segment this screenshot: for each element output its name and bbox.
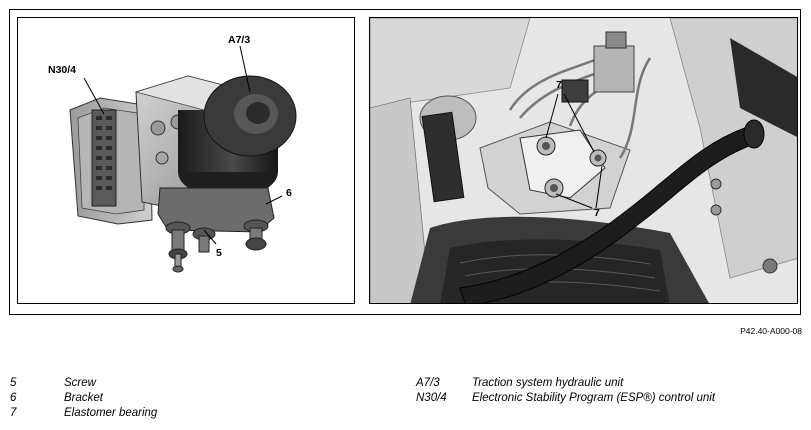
callout-6: 6 — [286, 187, 292, 199]
callout-5: 5 — [216, 247, 222, 259]
legend-item-text: Elastomer bearing — [64, 407, 158, 419]
illustration-hydraulic-unit: A7/3 N30/4 6 5 — [17, 17, 355, 304]
legend-item-text: Screw — [64, 377, 96, 389]
hydraulic-unit-drawing — [69, 45, 297, 273]
legend-item-key: 6 — [10, 392, 17, 404]
legend-item-text: Electronic Stability Program (ESP®) cont… — [472, 392, 716, 404]
legend-item-key: N30/4 — [416, 392, 447, 404]
legend-item-key: 7 — [10, 407, 17, 419]
engine-bay-drawing — [370, 18, 797, 303]
callout-7-top: 7 — [556, 79, 562, 91]
callout-a7-3: A7/3 — [228, 34, 251, 46]
callout-n30-4: N30/4 — [48, 64, 77, 76]
legend-item-text: Traction system hydraulic unit — [472, 377, 624, 389]
legend-item-key: 5 — [10, 377, 17, 389]
legend-item-key: A7/3 — [416, 377, 440, 389]
figure-reference: P42.40-A000-08 — [740, 326, 802, 336]
callout-7-bottom: 7 — [594, 207, 600, 219]
illustration-installed-location: 7 7 — [369, 17, 798, 304]
legend-item-text: Bracket — [64, 392, 103, 404]
